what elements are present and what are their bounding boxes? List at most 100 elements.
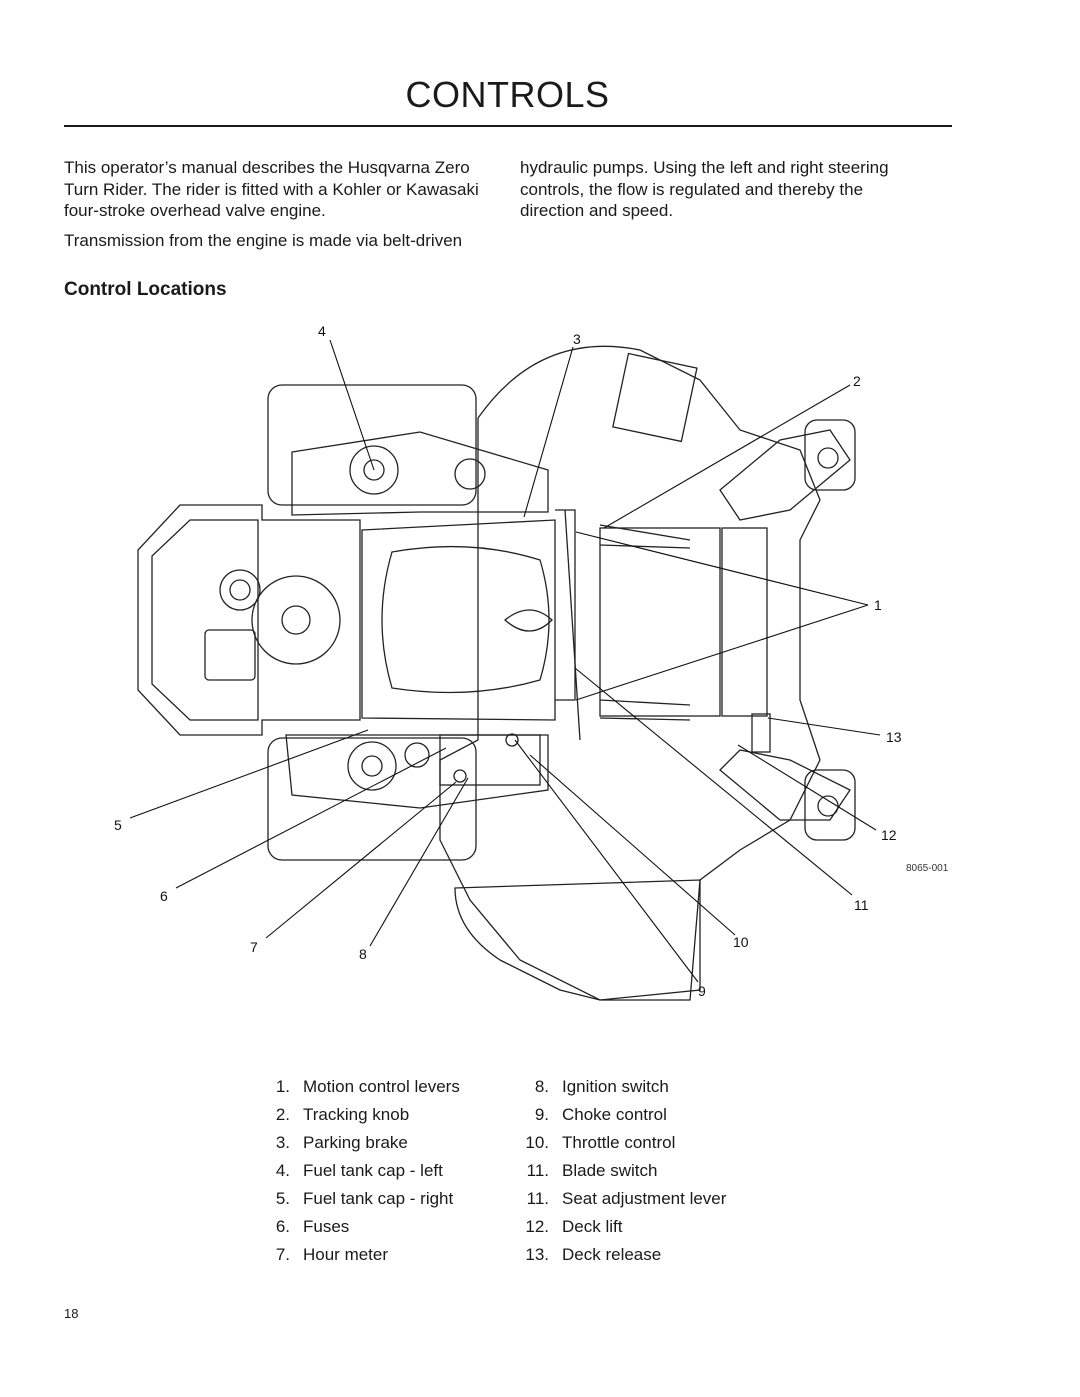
legend-label: Tracking knob xyxy=(303,1105,410,1124)
leader-line-3 xyxy=(523,346,574,518)
callout-1: 1 xyxy=(874,597,882,613)
front-caster-lower xyxy=(804,769,856,841)
discharge-chute xyxy=(454,879,701,1001)
page-number: 18 xyxy=(64,1306,79,1321)
engine-flywheel-hub xyxy=(281,605,311,635)
legend-number: 1. xyxy=(275,1077,290,1096)
engine-housing xyxy=(137,504,361,736)
mower-deck xyxy=(439,345,821,1001)
leader-line-9 xyxy=(514,739,699,983)
leader-line-5 xyxy=(129,729,369,819)
legend-item: 5. Fuel tank cap - right xyxy=(264,1185,460,1213)
callout-13: 13 xyxy=(886,729,902,745)
air-filter-inner xyxy=(229,579,251,601)
legend-item: 7.Hour meter xyxy=(264,1241,460,1269)
callout-9: 9 xyxy=(698,983,706,999)
motion-lever-left xyxy=(555,509,576,701)
legend-right-column: 8. Ignition switch 9. Choke control 10.Thr… xyxy=(514,1073,726,1269)
legend-number: 8. xyxy=(534,1077,549,1096)
legend-item: 6.Fuses xyxy=(264,1213,460,1241)
legend-item: 1. Motion control levers xyxy=(264,1073,460,1101)
legend-label: Deck lift xyxy=(562,1217,623,1236)
legend-item: 13.Deck release xyxy=(514,1241,726,1269)
front-arm-upper xyxy=(719,429,851,521)
legend-number: 9. xyxy=(534,1105,549,1124)
legend-item: 12. Deck lift xyxy=(514,1213,726,1241)
legend-label: Fuel tank cap - right xyxy=(303,1189,454,1208)
leader-line-6 xyxy=(175,747,447,889)
legend-label: Parking brake xyxy=(303,1133,408,1152)
page-title: CONTROLS xyxy=(405,74,610,115)
callout-11: 11 xyxy=(854,897,869,913)
intro-right-column: hydraulic pumps. Using the left and righ… xyxy=(520,157,930,230)
seat-outer xyxy=(361,519,556,721)
ignition-switch-detail xyxy=(505,733,519,747)
step-plate xyxy=(612,352,698,443)
callout-3: 3 xyxy=(573,331,581,347)
caster-pivot-upper xyxy=(817,447,839,469)
leader-line-1b xyxy=(575,604,869,701)
legend-number: 4. xyxy=(275,1161,290,1180)
legend-label: Fuses xyxy=(303,1217,350,1236)
engine-housing-inner xyxy=(151,519,259,721)
legend-item: 2.Tracking knob xyxy=(264,1101,460,1129)
rear-wheel-left xyxy=(267,384,477,506)
leader-line-13 xyxy=(767,717,881,736)
hour-meter-detail xyxy=(453,769,467,783)
fuel-cap-left xyxy=(349,445,399,495)
legend-label: Fuel tank cap - left xyxy=(303,1161,443,1180)
legend-label: Ignition switch xyxy=(562,1077,669,1096)
legend-item: 8. Ignition switch xyxy=(514,1073,726,1101)
callout-7: 7 xyxy=(250,939,258,955)
leader-line-7 xyxy=(265,781,457,939)
legend-item: 3.Parking brake xyxy=(264,1129,460,1157)
callout-2: 2 xyxy=(853,373,861,389)
callout-4: 4 xyxy=(318,323,326,339)
intro-paragraph: hydraulic pumps. Using the left and righ… xyxy=(520,158,889,220)
foot-platform-plate xyxy=(721,527,768,717)
intro-left-column: This operator’s manual describes the Hus… xyxy=(64,157,484,259)
legend-label: Motion control levers xyxy=(303,1077,460,1096)
legend-number: 13. xyxy=(525,1245,549,1264)
legend-item: 10.Throttle control xyxy=(514,1129,726,1157)
leader-line-8 xyxy=(369,777,469,947)
intro-paragraph: This operator’s manual describes the Hus… xyxy=(64,158,479,220)
seat-back-detail xyxy=(503,609,553,632)
section-heading: Control Locations xyxy=(64,279,227,300)
leader-line-2 xyxy=(603,384,851,529)
legend-item: 11.Blade switch xyxy=(514,1157,726,1185)
seat-cushion xyxy=(381,545,550,694)
fuel-tank-left xyxy=(291,431,549,516)
legend-item: 4. Fuel tank cap - left xyxy=(264,1157,460,1185)
foot-platform xyxy=(599,527,721,717)
figure-id: 8065-001 xyxy=(906,863,949,874)
front-caster-upper xyxy=(804,419,856,491)
legend-left-column: 1.Motion control levers 2.Tracking knob … xyxy=(264,1073,460,1269)
legend-item: 9. Choke control xyxy=(514,1101,726,1129)
engine-block xyxy=(204,629,256,681)
legend-number: 11. xyxy=(526,1189,549,1208)
leader-line-4 xyxy=(329,339,375,471)
legend-label: Hour meter xyxy=(303,1245,389,1264)
deck-release-handle xyxy=(751,713,771,753)
legend-label: Throttle control xyxy=(562,1133,676,1152)
intro-paragraph: Transmission from the engine is made via… xyxy=(64,230,463,250)
callout-6: 6 xyxy=(160,888,168,904)
legend-label: Seat adjustment lever xyxy=(562,1189,727,1208)
motion-lever-right xyxy=(564,509,581,741)
fuel-cap-right xyxy=(347,741,397,791)
leader-line-12 xyxy=(737,744,877,831)
caster-pivot-lower xyxy=(817,795,839,817)
fuel-cap-left-inner xyxy=(363,459,385,481)
callout-12: 12 xyxy=(881,827,897,843)
legend-number: 12. xyxy=(525,1217,549,1236)
control-console xyxy=(439,734,541,786)
legend-label: Choke control xyxy=(562,1105,667,1124)
legend-number: 5. xyxy=(275,1189,290,1208)
title-rule xyxy=(64,125,952,127)
leader-line-11 xyxy=(574,667,853,896)
legend-item: 11. Seat adjustment lever xyxy=(514,1185,727,1213)
callout-10: 10 xyxy=(733,934,749,950)
leader-line-1a xyxy=(575,531,869,606)
front-arm-lower xyxy=(719,749,851,821)
